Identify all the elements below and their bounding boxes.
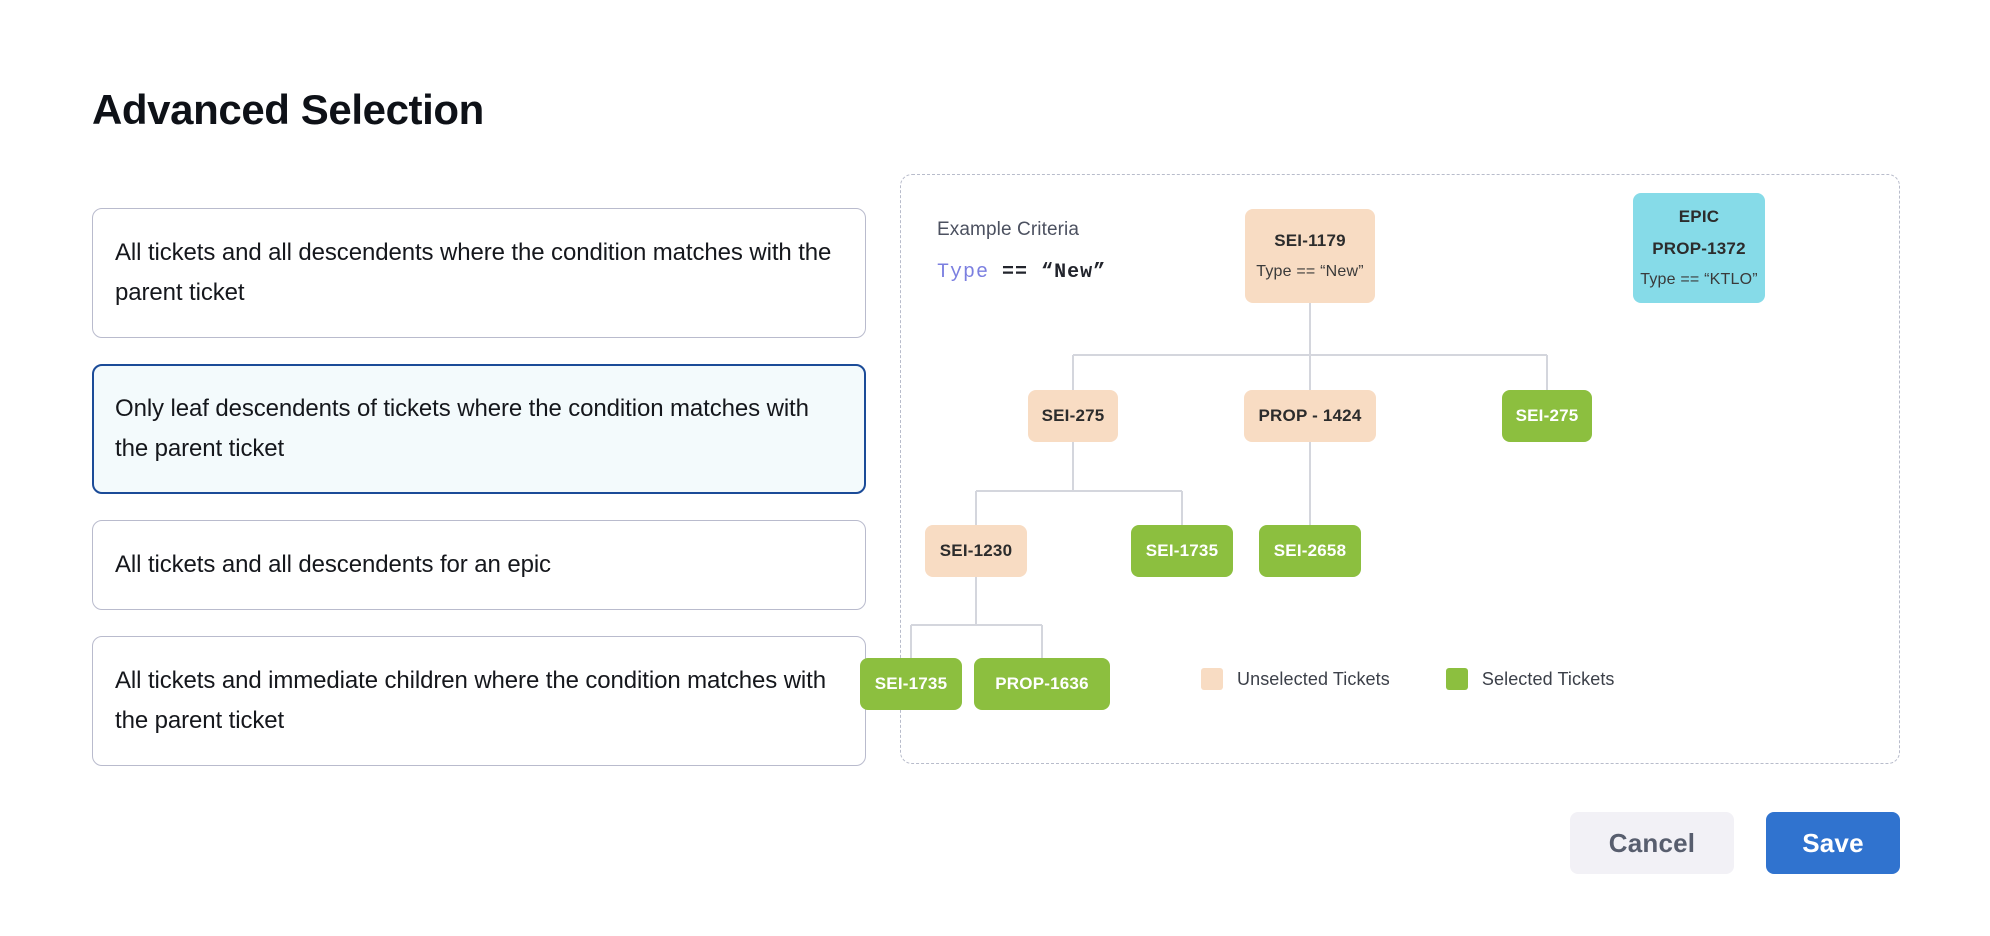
dialog-footer-actions: Cancel Save — [1570, 812, 1900, 874]
criteria-operator: == — [1002, 261, 1029, 284]
option-card-epic-descendents[interactable]: All tickets and all descendents for an e… — [92, 520, 866, 610]
option-label: All tickets and immediate children where… — [115, 667, 826, 734]
tree-node-sei-275-a[interactable]: SEI-275 — [1028, 390, 1118, 442]
tree-node-sei-1179[interactable]: SEI-1179 Type == “New” — [1245, 209, 1375, 303]
node-title: SEI-1735 — [874, 674, 948, 693]
node-key: PROP-1372 — [1652, 239, 1746, 258]
tree-node-sei-1735-a[interactable]: SEI-1735 — [1131, 525, 1233, 577]
node-subtitle: Type == “New” — [1256, 263, 1364, 280]
option-card-immediate-children[interactable]: All tickets and immediate children where… — [92, 636, 866, 766]
legend-swatch-selected-icon — [1445, 668, 1468, 690]
page-title: Advanced Selection — [92, 86, 484, 134]
legend-label: Unselected Tickets — [1237, 668, 1390, 689]
tree-node-sei-2658[interactable]: SEI-2658 — [1259, 525, 1361, 577]
example-criteria-block: Example Criteria Type == “New” — [937, 219, 1106, 284]
option-label: Only leaf descendents of tickets where t… — [115, 395, 809, 462]
tree-node-prop-1424[interactable]: PROP - 1424 — [1244, 390, 1376, 442]
node-title: PROP-1636 — [995, 674, 1089, 693]
tree-node-sei-275-b[interactable]: SEI-275 — [1502, 390, 1592, 442]
diagram-legend: Unselected Tickets Selected Tickets — [1201, 668, 1615, 690]
legend-item-selected: Selected Tickets — [1445, 668, 1615, 690]
legend-label: Selected Tickets — [1481, 668, 1615, 689]
legend-item-unselected: Unselected Tickets — [1201, 668, 1390, 690]
tree-node-epic-prop-1372[interactable]: EPIC PROP-1372 Type == “KTLO” — [1633, 193, 1765, 303]
node-title: SEI-1735 — [1145, 541, 1219, 560]
save-button[interactable]: Save — [1766, 812, 1900, 874]
legend-swatch-unselected-icon — [1201, 668, 1223, 690]
example-diagram-panel: Example Criteria Type == “New” — [860, 174, 1900, 764]
criteria-keyword: Type — [937, 261, 990, 284]
selection-option-list: All tickets and all descendents where th… — [92, 208, 866, 792]
node-title: SEI-1179 — [1274, 231, 1346, 250]
option-label: All tickets and all descendents where th… — [115, 239, 832, 306]
node-title: PROP - 1424 — [1258, 406, 1362, 425]
criteria-expression: Type == “New” — [937, 261, 1106, 284]
tree-node-sei-1230[interactable]: SEI-1230 — [925, 525, 1027, 577]
node-subtitle: Type == “KTLO” — [1640, 271, 1758, 288]
criteria-label: Example Criteria — [937, 219, 1080, 240]
option-card-leaf-descendents[interactable]: Only leaf descendents of tickets where t… — [92, 364, 866, 494]
cancel-button[interactable]: Cancel — [1570, 812, 1734, 874]
criteria-value: “New” — [1041, 261, 1107, 284]
node-title: EPIC — [1678, 207, 1720, 226]
node-title: SEI-1230 — [939, 541, 1013, 560]
node-title: SEI-2658 — [1273, 541, 1347, 560]
tree-node-sei-1735-b[interactable]: SEI-1735 — [860, 658, 962, 710]
option-card-all-descendents[interactable]: All tickets and all descendents where th… — [92, 208, 866, 338]
tree-node-prop-1636[interactable]: PROP-1636 — [974, 658, 1110, 710]
option-label: All tickets and all descendents for an e… — [115, 551, 551, 578]
node-title: SEI-275 — [1515, 406, 1579, 425]
node-title: SEI-275 — [1041, 406, 1105, 425]
